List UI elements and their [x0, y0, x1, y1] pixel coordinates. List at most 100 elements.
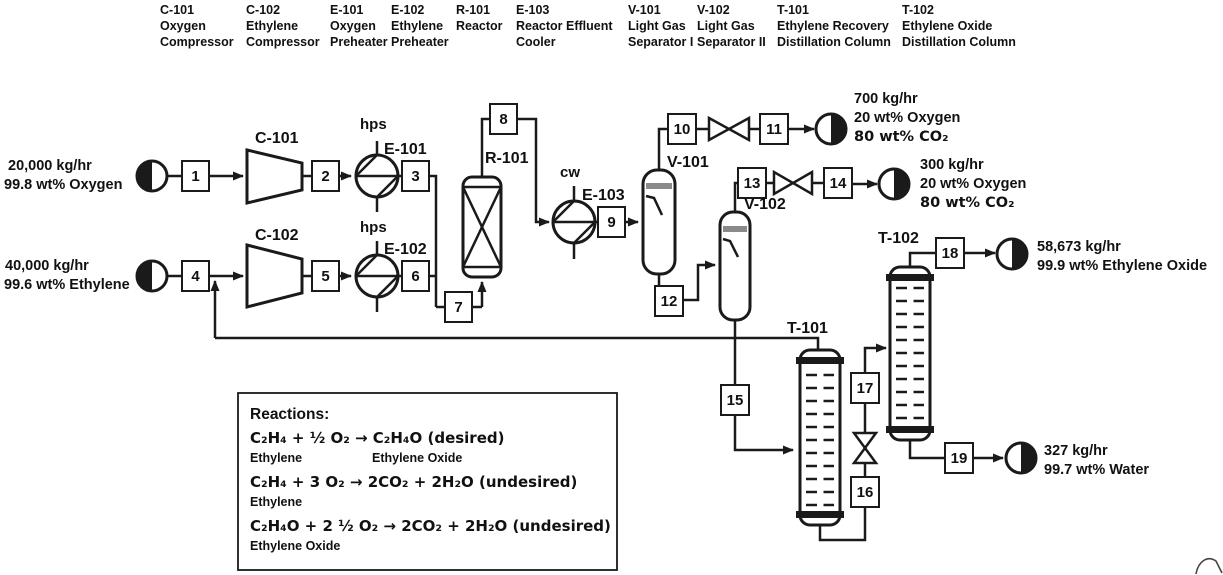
valve-stream-10-11 — [707, 115, 751, 143]
svg-text:Ethylene: Ethylene — [391, 19, 443, 33]
stream-annotations: 20,000 kg/hr 99.8 wt% Oxygen 40,000 kg/h… — [4, 91, 1207, 478]
v101-mist-pad — [646, 183, 672, 189]
stream-box-4: 4 — [181, 260, 210, 292]
legend-T-101: T-101 Ethylene Recovery Distillation Col… — [777, 3, 891, 49]
stream-box-16: 16 — [850, 476, 880, 508]
svg-text:Ethylene: Ethylene — [250, 451, 302, 465]
svg-text:V-102: V-102 — [697, 3, 730, 17]
tag-V-102: V-102 — [744, 196, 786, 213]
svg-text:Reactor: Reactor — [456, 19, 503, 33]
tag-R-101: R-101 — [485, 150, 529, 167]
utility-hps-1: hps — [360, 116, 387, 133]
legend-C-102: C-102 Ethylene Compressor — [246, 3, 320, 49]
svg-text:Ethylene Oxide: Ethylene Oxide — [902, 19, 992, 33]
ethylene-feed-label: 40,000 kg/hr 99.6 wt% Ethylene — [4, 258, 130, 293]
svg-text:40,000 kg/hr: 40,000 kg/hr — [5, 258, 89, 274]
ethylene-feed-connector — [135, 259, 169, 293]
stream-box-19: 19 — [944, 442, 974, 474]
lightgas1-product-connector — [814, 112, 848, 146]
svg-text:Distillation Column: Distillation Column — [777, 35, 891, 49]
equipment-tags: C-101 C-102 E-101 E-102 R-101 E-103 V-10… — [255, 116, 919, 337]
stream-box-5: 5 — [311, 260, 340, 292]
svg-text:R-101: R-101 — [456, 3, 490, 17]
lightgas2-product-connector — [877, 167, 911, 201]
svg-text:C-102: C-102 — [246, 3, 280, 17]
stream-box-13: 13 — [737, 167, 767, 199]
reactions-title: Reactions: — [250, 406, 329, 423]
svg-text:20,000 kg/hr: 20,000 kg/hr — [8, 158, 92, 174]
legend-E-101: E-101 Oxygen Preheater — [330, 3, 388, 49]
svg-text:8: 8 — [499, 111, 507, 128]
svg-text:19: 19 — [951, 450, 968, 467]
svg-text:300 kg/hr: 300 kg/hr — [920, 157, 984, 173]
svg-text:17: 17 — [857, 380, 874, 397]
svg-text:1: 1 — [191, 168, 199, 185]
svg-text:99.9 wt% Ethylene Oxide: 99.9 wt% Ethylene Oxide — [1037, 258, 1207, 274]
stream-box-14: 14 — [823, 167, 853, 199]
stream-box-9: 9 — [597, 206, 626, 238]
svg-text:13: 13 — [744, 175, 761, 192]
svg-text:4: 4 — [191, 268, 200, 285]
lightgas2-product-label: 300 kg/hr 20 wt% Oxygen 80 wt% CO₂ — [920, 157, 1026, 211]
svg-text:C-101: C-101 — [160, 3, 194, 17]
legend-C-101: C-101 Oxygen Compressor — [160, 3, 234, 49]
oxygen-feed-label: 20,000 kg/hr 99.8 wt% Oxygen — [4, 158, 122, 193]
reactions-box: Reactions: C₂H₄ + ½ O₂ → C₂H₄O (desired)… — [237, 392, 618, 571]
svg-text:327 kg/hr: 327 kg/hr — [1044, 443, 1108, 459]
svg-text:Oxygen: Oxygen — [160, 19, 206, 33]
equipment-legend: C-101 Oxygen Compressor C-102 Ethylene C… — [160, 3, 1016, 49]
stream-box-6: 6 — [401, 260, 430, 292]
tag-E-101: E-101 — [384, 141, 427, 158]
legend-R-101: R-101 Reactor — [456, 3, 503, 33]
legend-V-101: V-101 Light Gas Separator I — [628, 3, 693, 49]
svg-text:Compressor: Compressor — [160, 35, 234, 49]
svg-text:10: 10 — [674, 121, 691, 138]
column-T-101 — [796, 348, 844, 527]
heat-exchanger-E-101 — [354, 153, 400, 199]
valve-stream-16-17 — [851, 431, 879, 465]
feed-connectors — [135, 112, 1038, 475]
tag-T-102: T-102 — [878, 230, 919, 247]
svg-text:5: 5 — [321, 268, 329, 285]
svg-text:Compressor: Compressor — [246, 35, 320, 49]
v102-mist-pad — [723, 226, 747, 232]
reaction-1: C₂H₄ + ½ O₂ → C₂H₄O (desired) — [250, 429, 504, 447]
svg-text:18: 18 — [942, 245, 959, 262]
svg-text:E-103: E-103 — [516, 3, 549, 17]
separator-V-101 — [641, 168, 677, 276]
svg-text:V-101: V-101 — [628, 3, 661, 17]
svg-text:7: 7 — [454, 299, 462, 316]
ethylene-oxide-product-connector — [995, 237, 1029, 271]
svg-text:9: 9 — [607, 214, 615, 231]
water-product-connector — [1004, 441, 1038, 475]
svg-text:T-101: T-101 — [777, 3, 809, 17]
svg-text:Ethylene: Ethylene — [250, 495, 302, 509]
t102-trays — [896, 286, 924, 420]
svg-text:Light Gas: Light Gas — [628, 19, 686, 33]
stream-box-1: 1 — [181, 160, 210, 192]
cooler-E-103 — [551, 199, 597, 245]
stream-box-17: 17 — [850, 372, 880, 404]
equipment — [245, 115, 934, 527]
svg-text:Oxygen: Oxygen — [330, 19, 376, 33]
compressor-C-102 — [245, 243, 304, 309]
column-T-102 — [886, 265, 934, 442]
svg-text:Reactor Effluent: Reactor Effluent — [516, 19, 613, 33]
utility-hps-2: hps — [360, 219, 387, 236]
reaction-2: C₂H₄ + 3 O₂ → 2CO₂ + 2H₂O (undesired) — [250, 473, 577, 491]
svg-text:14: 14 — [830, 175, 847, 192]
reaction-3: C₂H₄O + 2 ½ O₂ → 2CO₂ + 2H₂O (undesired) — [250, 517, 611, 535]
svg-text:Ethylene Recovery: Ethylene Recovery — [777, 19, 889, 33]
svg-text:E-101: E-101 — [330, 3, 363, 17]
svg-text:12: 12 — [661, 293, 678, 310]
stream-box-8: 8 — [489, 103, 518, 135]
svg-text:T-102: T-102 — [902, 3, 934, 17]
ethylene-oxide-product-label: 58,673 kg/hr 99.9 wt% Ethylene Oxide — [1037, 239, 1207, 274]
stream-box-15: 15 — [720, 384, 750, 416]
stream-box-7: 7 — [444, 291, 473, 323]
svg-text:Light Gas: Light Gas — [697, 19, 755, 33]
t101-trays — [806, 373, 834, 507]
heat-exchanger-E-102 — [354, 253, 400, 299]
svg-text:Ethylene: Ethylene — [246, 19, 298, 33]
